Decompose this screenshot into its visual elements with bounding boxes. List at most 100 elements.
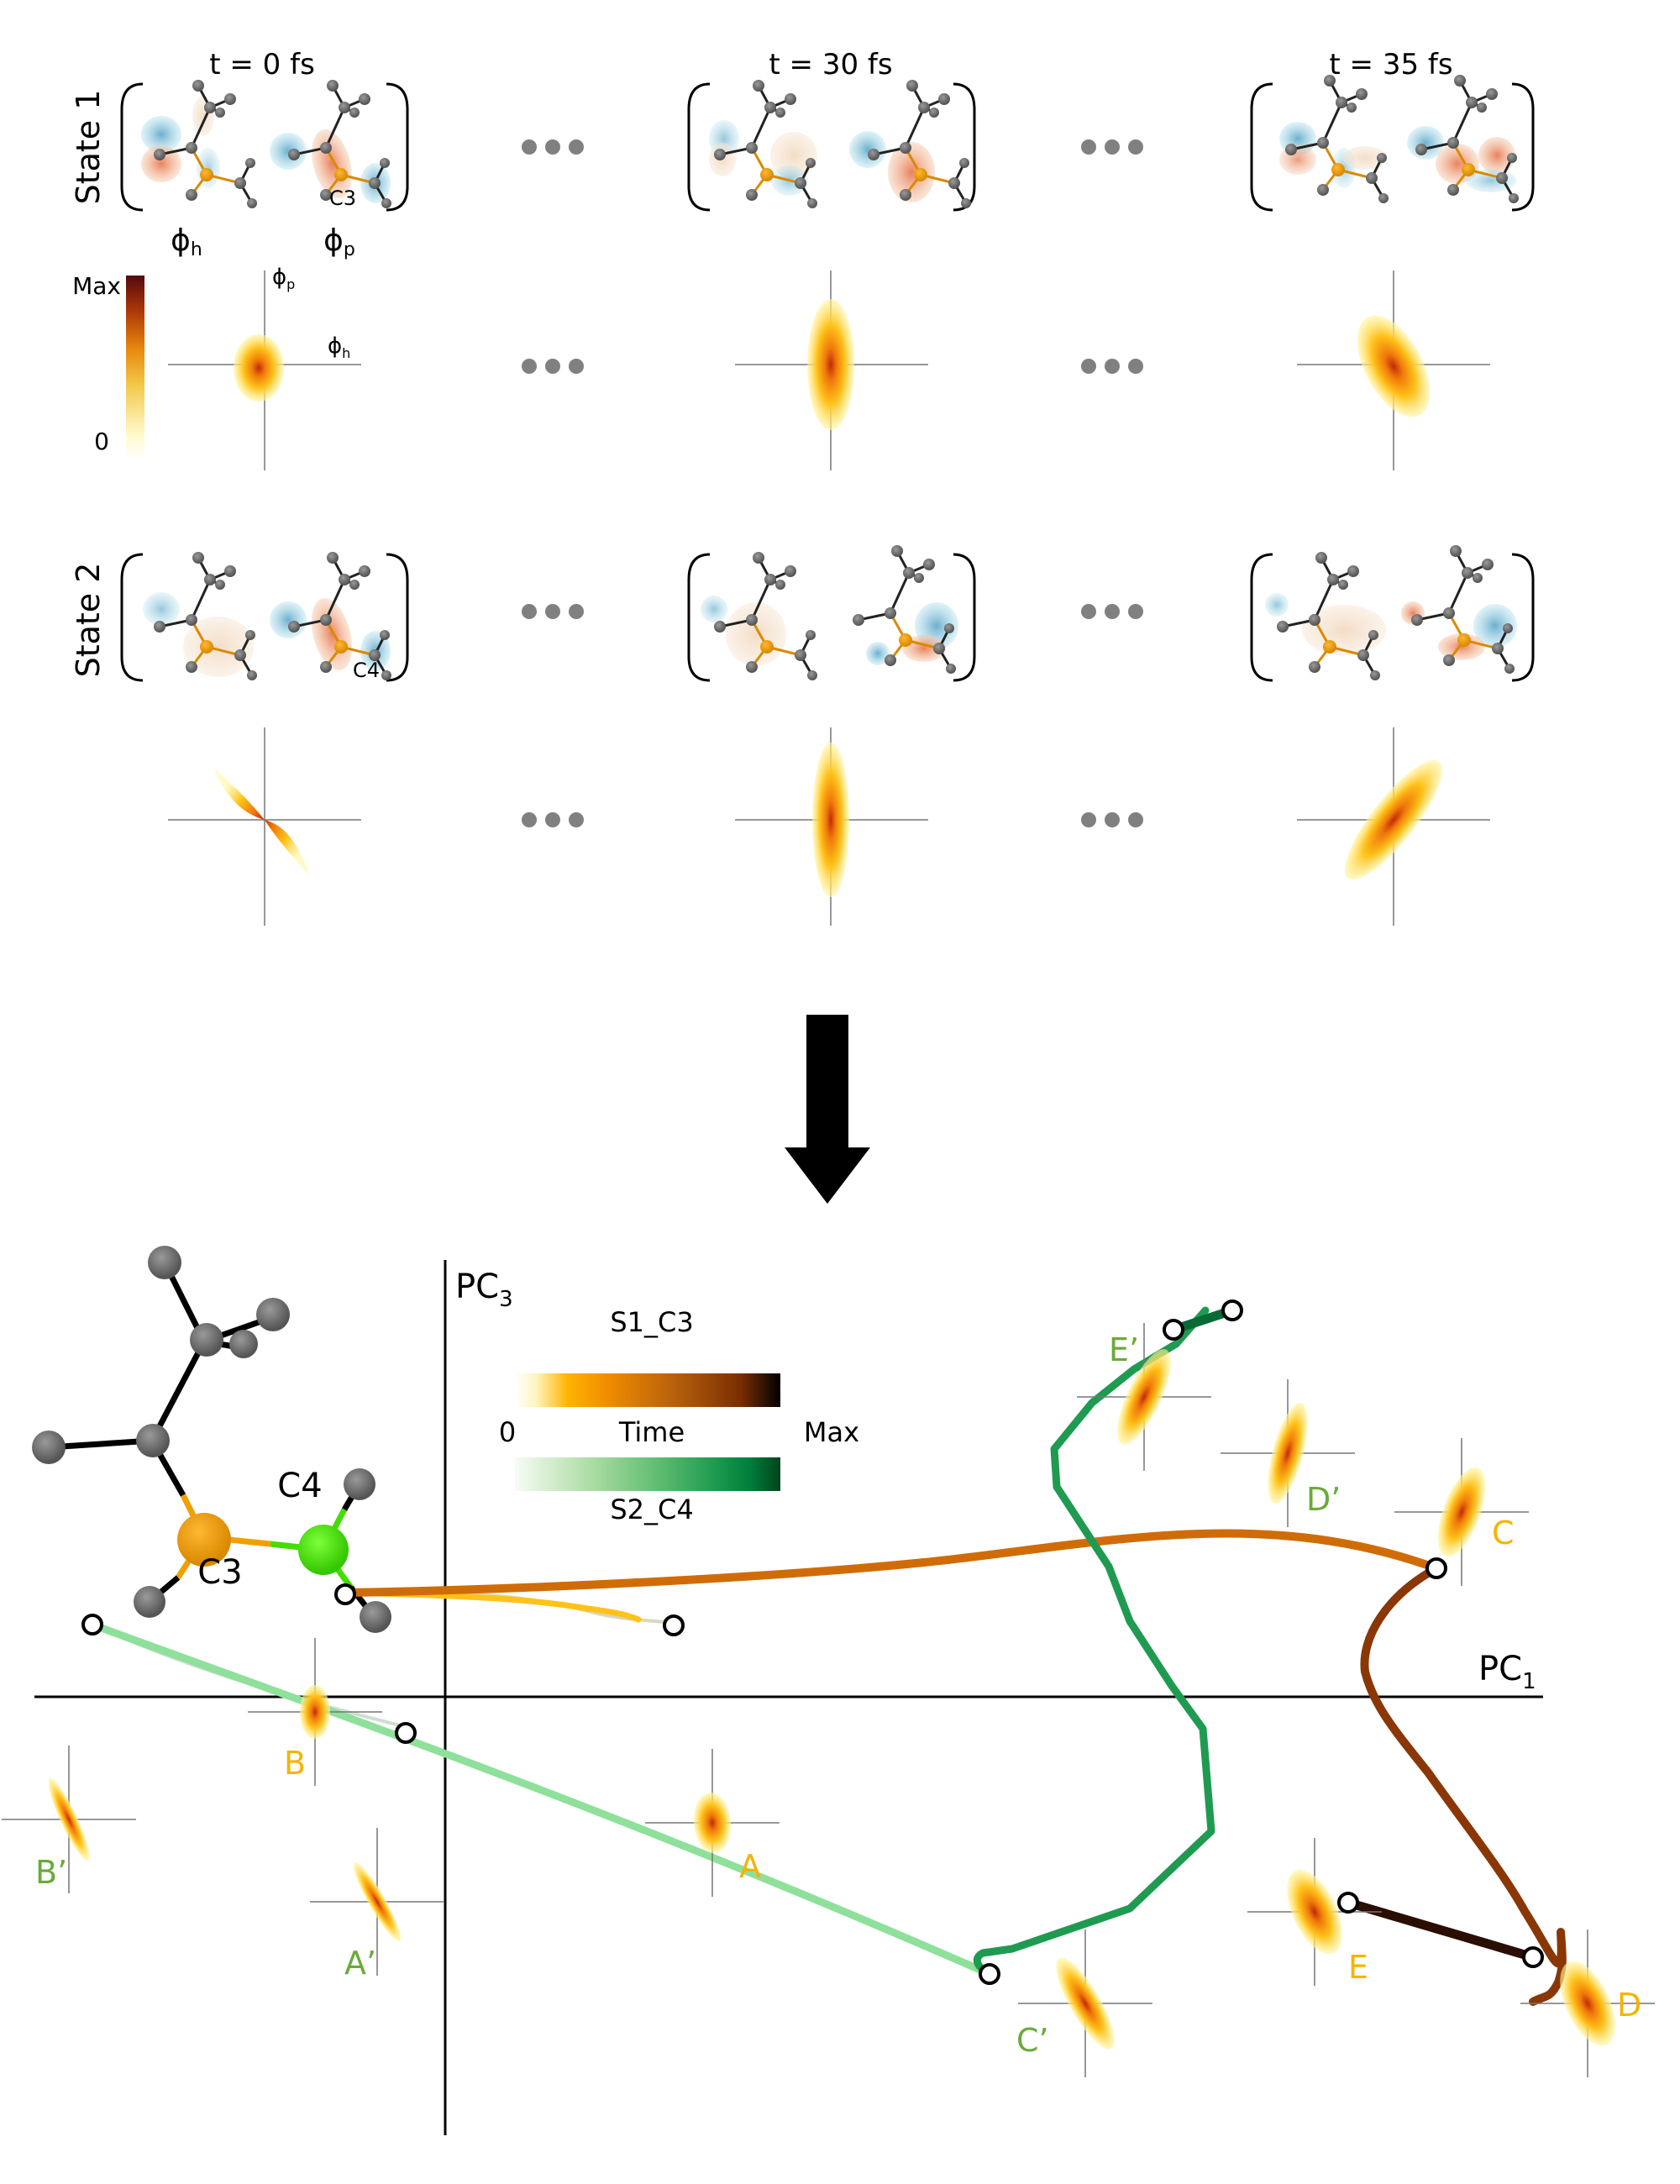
trajectory-node [81,1614,103,1635]
orbital-lobe [1343,146,1387,170]
density-blob [1560,1961,1615,2046]
molecule-label-c4: C4 [277,1467,322,1505]
ellipsis-state1-b [1081,139,1143,155]
orbital-lobe [143,592,180,626]
orbital-lobe [1478,137,1515,174]
point-markers: A B C D E A’ B’ C’ D’ E’ [2,1299,1655,2077]
density-plot-state2-t30 [735,727,928,926]
point-label: B’ [35,1854,67,1891]
density-blob [812,743,849,897]
legend-max-label: Max [804,1416,859,1448]
orbital-lobe [1473,604,1517,648]
orbital-lobe [1302,605,1386,655]
trajectory-node [1337,1892,1359,1914]
point-label: B [284,1745,306,1782]
point-label: E [1348,1949,1368,1986]
trajectory-node [1522,1946,1544,1968]
legend-s2-label: S2_C4 [610,1494,693,1525]
density-plot-state1-t35 [1297,270,1490,470]
orbital-group-state1-t30 [687,78,976,212]
trajectory-s2-c4 [88,1305,1237,1978]
density-blob [48,1777,90,1861]
colorbar-max-label: Max [72,272,121,300]
atom-c4 [298,1525,349,1575]
colorbar-gradient [126,276,144,459]
down-arrow-icon [785,1015,870,1204]
trajectory-node [1425,1557,1447,1579]
atom [32,1431,66,1464]
atom-label-c3: C3 [329,186,356,210]
point-label: D’ [1306,1481,1341,1518]
trajectory-s1-c3 [341,1529,1567,2006]
left-bracket [687,82,711,212]
right-bracket [1511,82,1535,212]
density-plot-state1-t0: ϕp ϕh [168,265,361,470]
density-colorbar: Max 0 [72,272,144,459]
point-label: C’ [1016,2022,1049,2059]
ellipsis-state2-b [1081,604,1143,619]
left-bracket [1250,82,1273,212]
trajectory-node [395,1722,417,1744]
orbital-lobe [183,617,254,677]
density-blob [1437,1467,1486,1557]
atom [136,1424,170,1457]
trajectory-node [1221,1299,1243,1321]
density-plot-state2-t35 [1297,727,1490,926]
atom-label-c4: C4 [353,659,380,682]
point-marker-c: C [1394,1438,1529,1586]
row-label-state-1: State 1 [70,90,107,205]
trajectory-node [334,1583,356,1605]
ellipsis-dens2-b [1081,812,1143,827]
point-label: D [1617,1987,1641,2024]
atom [148,1246,181,1279]
orbital-lobe [866,642,890,665]
orbital-lobe [849,131,886,168]
density-blob [693,1793,732,1853]
point-marker-b: B [248,1583,382,1786]
orbital-lobe [270,133,307,170]
orbital-group-state1-t0: C3 [120,78,409,212]
density-plot-state2-t0 [168,727,361,926]
point-label: E’ [1109,1331,1139,1368]
left-bracket [120,82,144,212]
pc1-axis-label: PC1 [1478,1650,1536,1694]
point-marker-a-prime: A’ [310,1722,444,1982]
legend-s1-label: S1_C3 [610,1306,693,1338]
time-label-35: t = 35 fs [1329,48,1452,81]
orbital-group-state2-t35 [1250,543,1535,682]
orbital-lobe [888,142,935,202]
point-marker-a: A [645,1614,780,1897]
trajectory-segment-b-c [88,1620,994,1978]
density-blob [1357,315,1431,417]
density-blob [234,334,284,402]
density-blob [1056,1957,1115,2050]
time-labels: t = 0 fs t = 30 fs t = 35 fs [209,48,1452,81]
ellipsis-state1-a [522,139,584,155]
trajectory-node [663,1614,685,1636]
hole-orbital-label: ϕh [171,223,202,260]
trajectory-segment-b-c [341,1529,1441,1597]
orbital-group-state1-t35 [1250,73,1535,212]
atom [360,1601,391,1633]
density-blob [1287,1869,1342,1955]
orbital-lobe [1438,633,1485,660]
point-label: C [1492,1515,1515,1551]
trajectory-node [979,1963,1000,1985]
legend-min-label: 0 [499,1416,516,1448]
trajectory-segment-c-d [973,1306,1215,1978]
point-marker-d-prime: D’ [1221,1299,1355,1527]
point-label: A’ [344,1945,376,1982]
ellipsis-dens1-b [1081,359,1143,374]
time-label-0: t = 0 fs [209,48,315,81]
molecule-structure: C4 C3 [32,1246,391,1633]
time-legend: S1_C3 0 Time Max S2_C4 [499,1306,859,1525]
particle-orbital-label: ϕp [323,223,355,260]
orbital-lobe [141,116,181,153]
density-blob [300,1685,330,1739]
density-blob [1345,759,1442,880]
density-blob [353,1861,402,1942]
orbital-lobe [270,601,307,638]
legend-time-label: Time [618,1416,685,1448]
trajectory-segment-c-d [1360,1564,1567,2006]
